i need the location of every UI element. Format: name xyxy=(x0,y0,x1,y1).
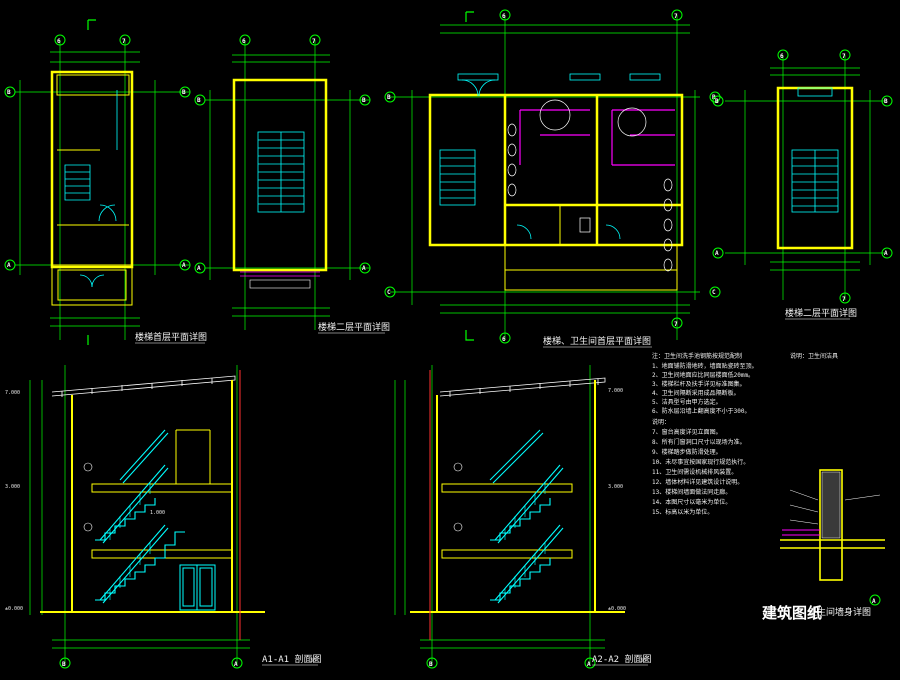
axis-label: 7 xyxy=(312,38,316,45)
notes-line: 1、地面铺防滑地砖，墙面贴瓷砖至顶。 xyxy=(652,362,758,370)
axis-label: A xyxy=(7,262,11,269)
axis-label: C xyxy=(387,289,391,296)
section-a2: B A 7.000 3.000 ±0.000 A2-A2 剖面图 30 xyxy=(394,365,652,669)
notes-line: 10、未尽事宜按国家现行规范执行。 xyxy=(652,458,749,466)
axis-label: B xyxy=(182,89,186,96)
axis-label: 6 xyxy=(502,13,506,20)
axis-label: 6 xyxy=(242,38,246,45)
axis-label: A xyxy=(182,262,186,269)
axis-label: B xyxy=(7,89,11,96)
axis-label: A xyxy=(362,265,366,272)
level-mark: 3.000 xyxy=(608,484,623,490)
axis-label: 7 xyxy=(842,53,846,60)
notes-line: 15、标高以米为单位。 xyxy=(652,508,713,516)
level-mark: 3.000 xyxy=(5,484,20,490)
notes-line: 13、楼梯间墙面做法同走廊。 xyxy=(652,488,731,496)
notes-line: 14、本图尺寸以毫米为单位。 xyxy=(652,498,731,506)
plan-stair-second: 6 7 B A B A 楼梯二层平面详图 xyxy=(194,34,390,334)
axis-label: B xyxy=(387,94,391,101)
axis-label: B xyxy=(197,97,201,104)
plan-title-stair-second: 楼梯二层平面详图 xyxy=(318,321,390,333)
axis-label: A xyxy=(234,661,238,668)
section-a1: B A 7.000 3.000 ±0.000 1.000 A1-A1 剖面图 3… xyxy=(5,365,322,669)
axis-label: A xyxy=(587,661,591,668)
level-mark: 7.000 xyxy=(5,390,20,396)
notes-line: 8、所有门窗洞口尺寸以现场为准。 xyxy=(652,438,746,446)
plan-stair-ground: B A B A 6 7 楼梯首层平面详图 xyxy=(4,19,207,345)
axis-label: A xyxy=(715,250,719,257)
watermark-text: 建筑图纸 xyxy=(762,604,822,622)
axis-label: 7 xyxy=(122,38,126,45)
axis-label: 7 xyxy=(674,13,678,20)
notes-label: 说明： xyxy=(652,418,670,426)
notes-line: 4、卫生间隔断采用成品隔断板。 xyxy=(652,389,740,397)
plan-toilet-ground: 6 7 B C B C 6 7 楼梯、卫生间首层平面详图 xyxy=(384,9,721,348)
notes-line: 3、楼梯栏杆及扶手详见标准图集。 xyxy=(652,380,746,388)
axis-label: 6 xyxy=(502,336,506,343)
axis-label: B xyxy=(715,98,719,105)
level-mark: ±0.000 xyxy=(608,606,626,612)
axis-label: 7 xyxy=(674,321,678,328)
axis-label: B xyxy=(884,98,888,105)
detail-title: 卫生间墙身详图 xyxy=(808,606,871,618)
section-scale: 30 xyxy=(640,658,646,664)
plan-title-toilet-ground: 楼梯、卫生间首层平面详图 xyxy=(543,335,651,347)
axis-label: A xyxy=(872,598,876,605)
plan-title-stair-top: 楼梯二层平面详图 xyxy=(785,307,857,319)
axis-label: 6 xyxy=(57,38,61,45)
section-title-a1: A1-A1 剖面图 xyxy=(262,653,322,665)
section-title-a2: A2-A2 剖面图 xyxy=(592,653,652,665)
notes-header-left: 注：卫生间洗手池钢筋按规范配制 xyxy=(652,352,742,360)
notes-block: 注：卫生间洗手池钢筋按规范配制 说明：卫生间洁具 说明： 1、地面铺防滑地砖，墙… xyxy=(652,352,838,516)
level-mark: ±0.000 xyxy=(5,606,23,612)
notes-line: 7、窗台高度详见立面图。 xyxy=(652,428,722,436)
axis-label: C xyxy=(712,289,716,296)
axis-label: A xyxy=(197,265,201,272)
axis-label: 6 xyxy=(780,53,784,60)
plan-title-stair-ground: 楼梯首层平面详图 xyxy=(135,331,207,343)
notes-header-right: 说明：卫生间洁具 xyxy=(790,352,838,360)
axis-label: A xyxy=(884,250,888,257)
notes-line: 11、卫生间需设机械排风装置。 xyxy=(652,468,737,476)
notes-line: 2、卫生间地面应比同层楼面低20mm。 xyxy=(652,371,754,379)
axis-label: B xyxy=(362,97,366,104)
plan-stair-top: 6 7 7 B A B A 楼梯二层平面详图 xyxy=(712,49,893,320)
notes-line: 9、楼梯踏步做防滑处理。 xyxy=(652,448,722,456)
level-mark: 7.000 xyxy=(608,388,623,394)
notes-line: 5、洁具型号由甲方选定。 xyxy=(652,398,722,406)
level-mark: 1.000 xyxy=(150,510,165,516)
axis-label: B xyxy=(429,661,433,668)
notes-line: 12、墙体材料详见建筑设计说明。 xyxy=(652,478,743,486)
wall-detail: A 卫生间墙身详图 建筑图纸 xyxy=(762,469,885,622)
axis-label: B xyxy=(62,661,66,668)
section-scale: 30 xyxy=(310,658,316,664)
axis-label: 7 xyxy=(842,296,846,303)
notes-line: 6、防水层沿墙上翻高度不小于300。 xyxy=(652,407,750,415)
